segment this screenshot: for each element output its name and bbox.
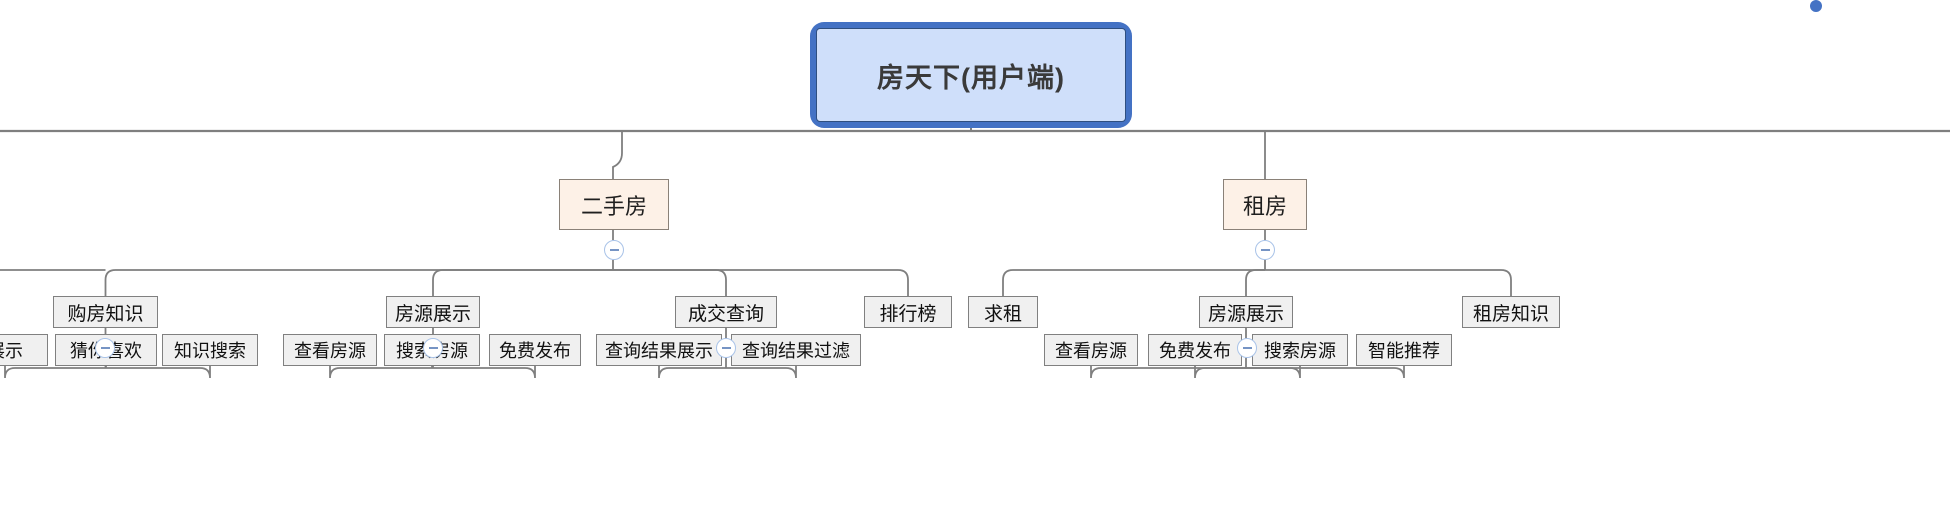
node-zhanshi-clipped[interactable]: 展示 xyxy=(0,334,48,366)
node-qiuzu[interactable]: 求租 xyxy=(968,296,1038,328)
node-zhishisousuo[interactable]: 知识搜索 xyxy=(162,334,258,366)
node-zhinengtuijian[interactable]: 智能推荐 xyxy=(1356,334,1452,366)
collapse-minus-icon xyxy=(721,347,731,349)
collapse-toggle-ershoufang[interactable] xyxy=(604,240,624,260)
collapse-toggle-fangyuanzhanshi-ershoufang[interactable] xyxy=(423,338,443,358)
node-mianfeifabu-ershoufang[interactable]: 免费发布 xyxy=(489,334,581,366)
collapse-minus-icon xyxy=(100,347,110,349)
node-zufangzhishi[interactable]: 租房知识 xyxy=(1462,296,1560,328)
node-chakanfangyuan-zufang[interactable]: 查看房源 xyxy=(1044,334,1138,366)
collapse-minus-icon xyxy=(428,347,438,349)
node-goufangzhishi[interactable]: 购房知识 xyxy=(53,296,158,328)
collapse-minus-icon xyxy=(1242,347,1252,349)
node-zufang[interactable]: 租房 xyxy=(1223,179,1307,230)
node-chaxunjieguoguolv[interactable]: 查询结果过滤 xyxy=(731,334,861,366)
root-node-label: 房天下(用户端) xyxy=(816,28,1126,122)
collapse-toggle-chengjiaochaxun[interactable] xyxy=(716,338,736,358)
node-mianfeifabu-zufang[interactable]: 免费发布 xyxy=(1148,334,1242,366)
node-chakanfangyuan-ershoufang[interactable]: 查看房源 xyxy=(283,334,377,366)
root-node[interactable]: 房天下(用户端) xyxy=(810,22,1132,128)
root-node-fangtianxia[interactable] xyxy=(1810,0,1822,12)
node-paihangbang[interactable]: 排行榜 xyxy=(864,296,952,328)
node-ershoufang[interactable]: 二手房 xyxy=(559,179,669,230)
node-fangyuanzhanshi-zufang[interactable]: 房源展示 xyxy=(1199,296,1293,328)
node-chengjiaochaxun[interactable]: 成交查询 xyxy=(675,296,777,328)
collapse-toggle-zufang[interactable] xyxy=(1255,240,1275,260)
node-sousuofangyuan-zufang[interactable]: 搜索房源 xyxy=(1252,334,1348,366)
node-chaxunjieguozhanshi[interactable]: 查询结果展示 xyxy=(596,334,722,366)
collapse-minus-icon xyxy=(609,249,619,251)
collapse-toggle-goufangzhishi[interactable] xyxy=(95,338,115,358)
node-fangyuanzhanshi-ershoufang[interactable]: 房源展示 xyxy=(386,296,480,328)
collapse-toggle-fangyuanzhanshi-zufang[interactable] xyxy=(1237,338,1257,358)
collapse-minus-icon xyxy=(1260,249,1270,251)
